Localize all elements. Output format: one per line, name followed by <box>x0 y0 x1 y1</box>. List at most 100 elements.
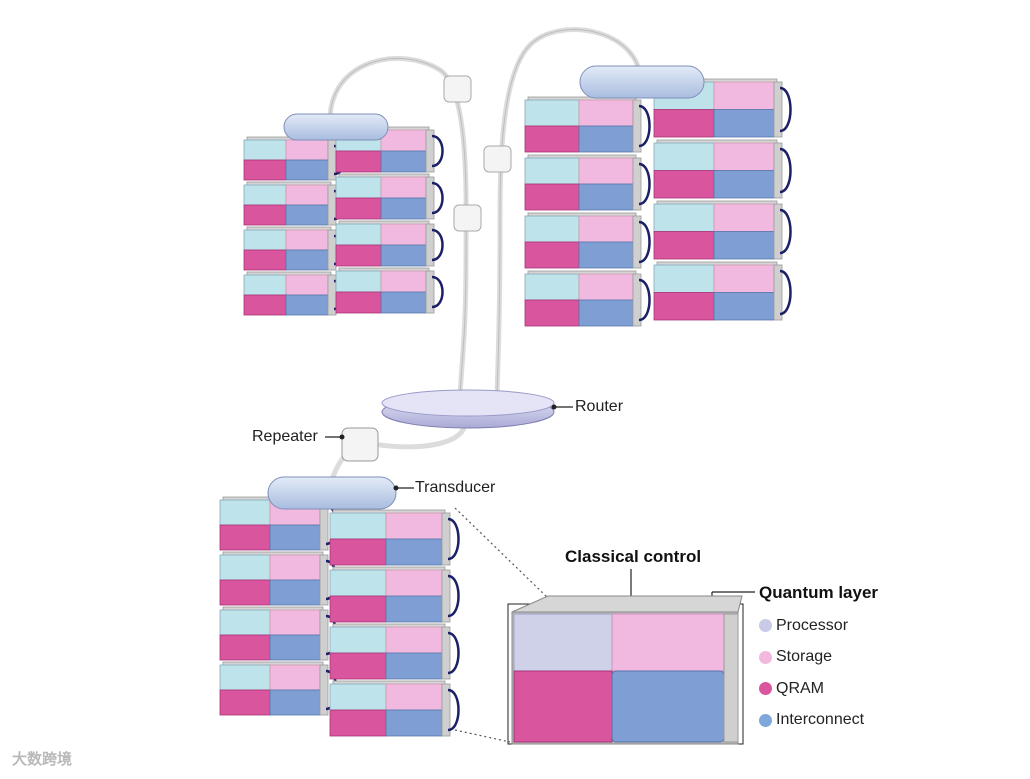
processor-cell <box>243 229 287 251</box>
interconnect-cell <box>578 125 634 153</box>
qram-cell <box>653 231 715 260</box>
module-side <box>319 554 329 606</box>
qram-cell <box>243 249 287 271</box>
qram-cell <box>243 204 287 226</box>
processor-cell <box>653 142 715 171</box>
qram-cell <box>653 170 715 199</box>
interconnect-cell <box>385 709 443 737</box>
storage-cell <box>380 270 427 293</box>
qram-cell <box>335 291 382 314</box>
enlarged-processor <box>513 613 613 672</box>
storage-cell <box>385 512 443 540</box>
storage-cell <box>578 99 634 127</box>
cable-connector <box>453 204 482 232</box>
enlarged-interconnect <box>611 670 725 743</box>
interconnect-cell <box>713 231 775 260</box>
module-clusters <box>219 78 792 737</box>
processor-cell <box>219 499 271 526</box>
leader-dot <box>339 434 345 440</box>
interconnect-loop <box>431 228 444 262</box>
interconnect-cell <box>285 249 329 271</box>
interconnect-cell <box>578 241 634 269</box>
processor-cell <box>219 609 271 636</box>
legend-label: Storage <box>776 648 833 666</box>
module-side <box>441 683 451 737</box>
processor-cell <box>335 270 382 293</box>
transducer-label: Transducer <box>415 479 496 496</box>
qram-cell <box>329 709 387 737</box>
qram-cell <box>219 689 271 716</box>
interconnect-loop <box>779 208 792 255</box>
module-side <box>425 129 435 173</box>
module-side <box>773 81 783 138</box>
transducer-top-left <box>283 113 389 141</box>
legend-label: Interconnect <box>776 711 865 729</box>
storage-cell <box>380 129 427 152</box>
qram-cell <box>329 595 387 623</box>
interconnect-loop <box>431 275 444 309</box>
cable-connector <box>443 75 472 103</box>
interconnect-cell <box>578 183 634 211</box>
storage-cell <box>578 215 634 243</box>
processor-cell <box>653 203 715 232</box>
cable-connector <box>483 145 512 173</box>
storage-cell <box>713 203 775 232</box>
processor-cell <box>653 264 715 293</box>
module-side <box>319 664 329 716</box>
module-side <box>632 157 642 211</box>
storage-cell <box>578 273 634 301</box>
qram-cell <box>524 125 580 153</box>
storage-cell <box>380 176 427 199</box>
processor-cell <box>524 99 580 127</box>
module-side <box>441 626 451 680</box>
module-side <box>441 569 451 623</box>
interconnect-cell <box>269 524 321 551</box>
interconnect-loop <box>447 688 460 732</box>
processor-cell <box>329 569 387 597</box>
storage-cell <box>380 223 427 246</box>
qram-cell <box>653 292 715 321</box>
quantum-layer-label: Quantum layer <box>759 583 879 602</box>
module-side <box>632 215 642 269</box>
router-label: Router <box>575 398 624 415</box>
processor-cell <box>329 512 387 540</box>
interconnect-loop <box>638 104 651 148</box>
qram-cell <box>524 299 580 327</box>
classical-control-label: Classical control <box>565 547 702 566</box>
processor-cell <box>335 176 382 199</box>
qram-cell <box>243 294 287 316</box>
interconnect-loop <box>447 517 460 561</box>
processor-cell <box>524 273 580 301</box>
interconnect-loop <box>779 147 792 194</box>
interconnect-cell <box>285 294 329 316</box>
qram-cell <box>329 538 387 566</box>
transducer-top-right <box>579 65 705 99</box>
qram-cell <box>335 197 382 220</box>
module-side <box>425 270 435 314</box>
interconnect-loop <box>638 220 651 264</box>
interconnect-loop <box>447 574 460 618</box>
interconnect-cell <box>380 244 427 267</box>
interconnect-loop <box>431 134 444 168</box>
cable-router-repeater <box>377 422 468 450</box>
interconnect-loop <box>638 278 651 322</box>
processor-cell <box>219 554 271 581</box>
legend-item-storage: Storage <box>759 642 864 674</box>
repeater-label: Repeater <box>252 428 318 445</box>
interconnect-cell <box>269 689 321 716</box>
processor-cell <box>335 223 382 246</box>
legend-item-processor: Processor <box>759 610 864 642</box>
qram-cell <box>219 634 271 661</box>
interconnect-cell <box>269 579 321 606</box>
storage-cell <box>713 142 775 171</box>
router <box>381 389 555 429</box>
interconnect-loop <box>779 86 792 133</box>
interconnect-cell <box>578 299 634 327</box>
interconnect-cell <box>385 652 443 680</box>
watermark: 大数跨境 <box>12 751 73 768</box>
interconnect-cell <box>269 634 321 661</box>
cables-outline <box>329 29 641 396</box>
processor-cell <box>243 184 287 206</box>
storage-cell <box>385 683 443 711</box>
zoom-lines <box>454 507 549 743</box>
